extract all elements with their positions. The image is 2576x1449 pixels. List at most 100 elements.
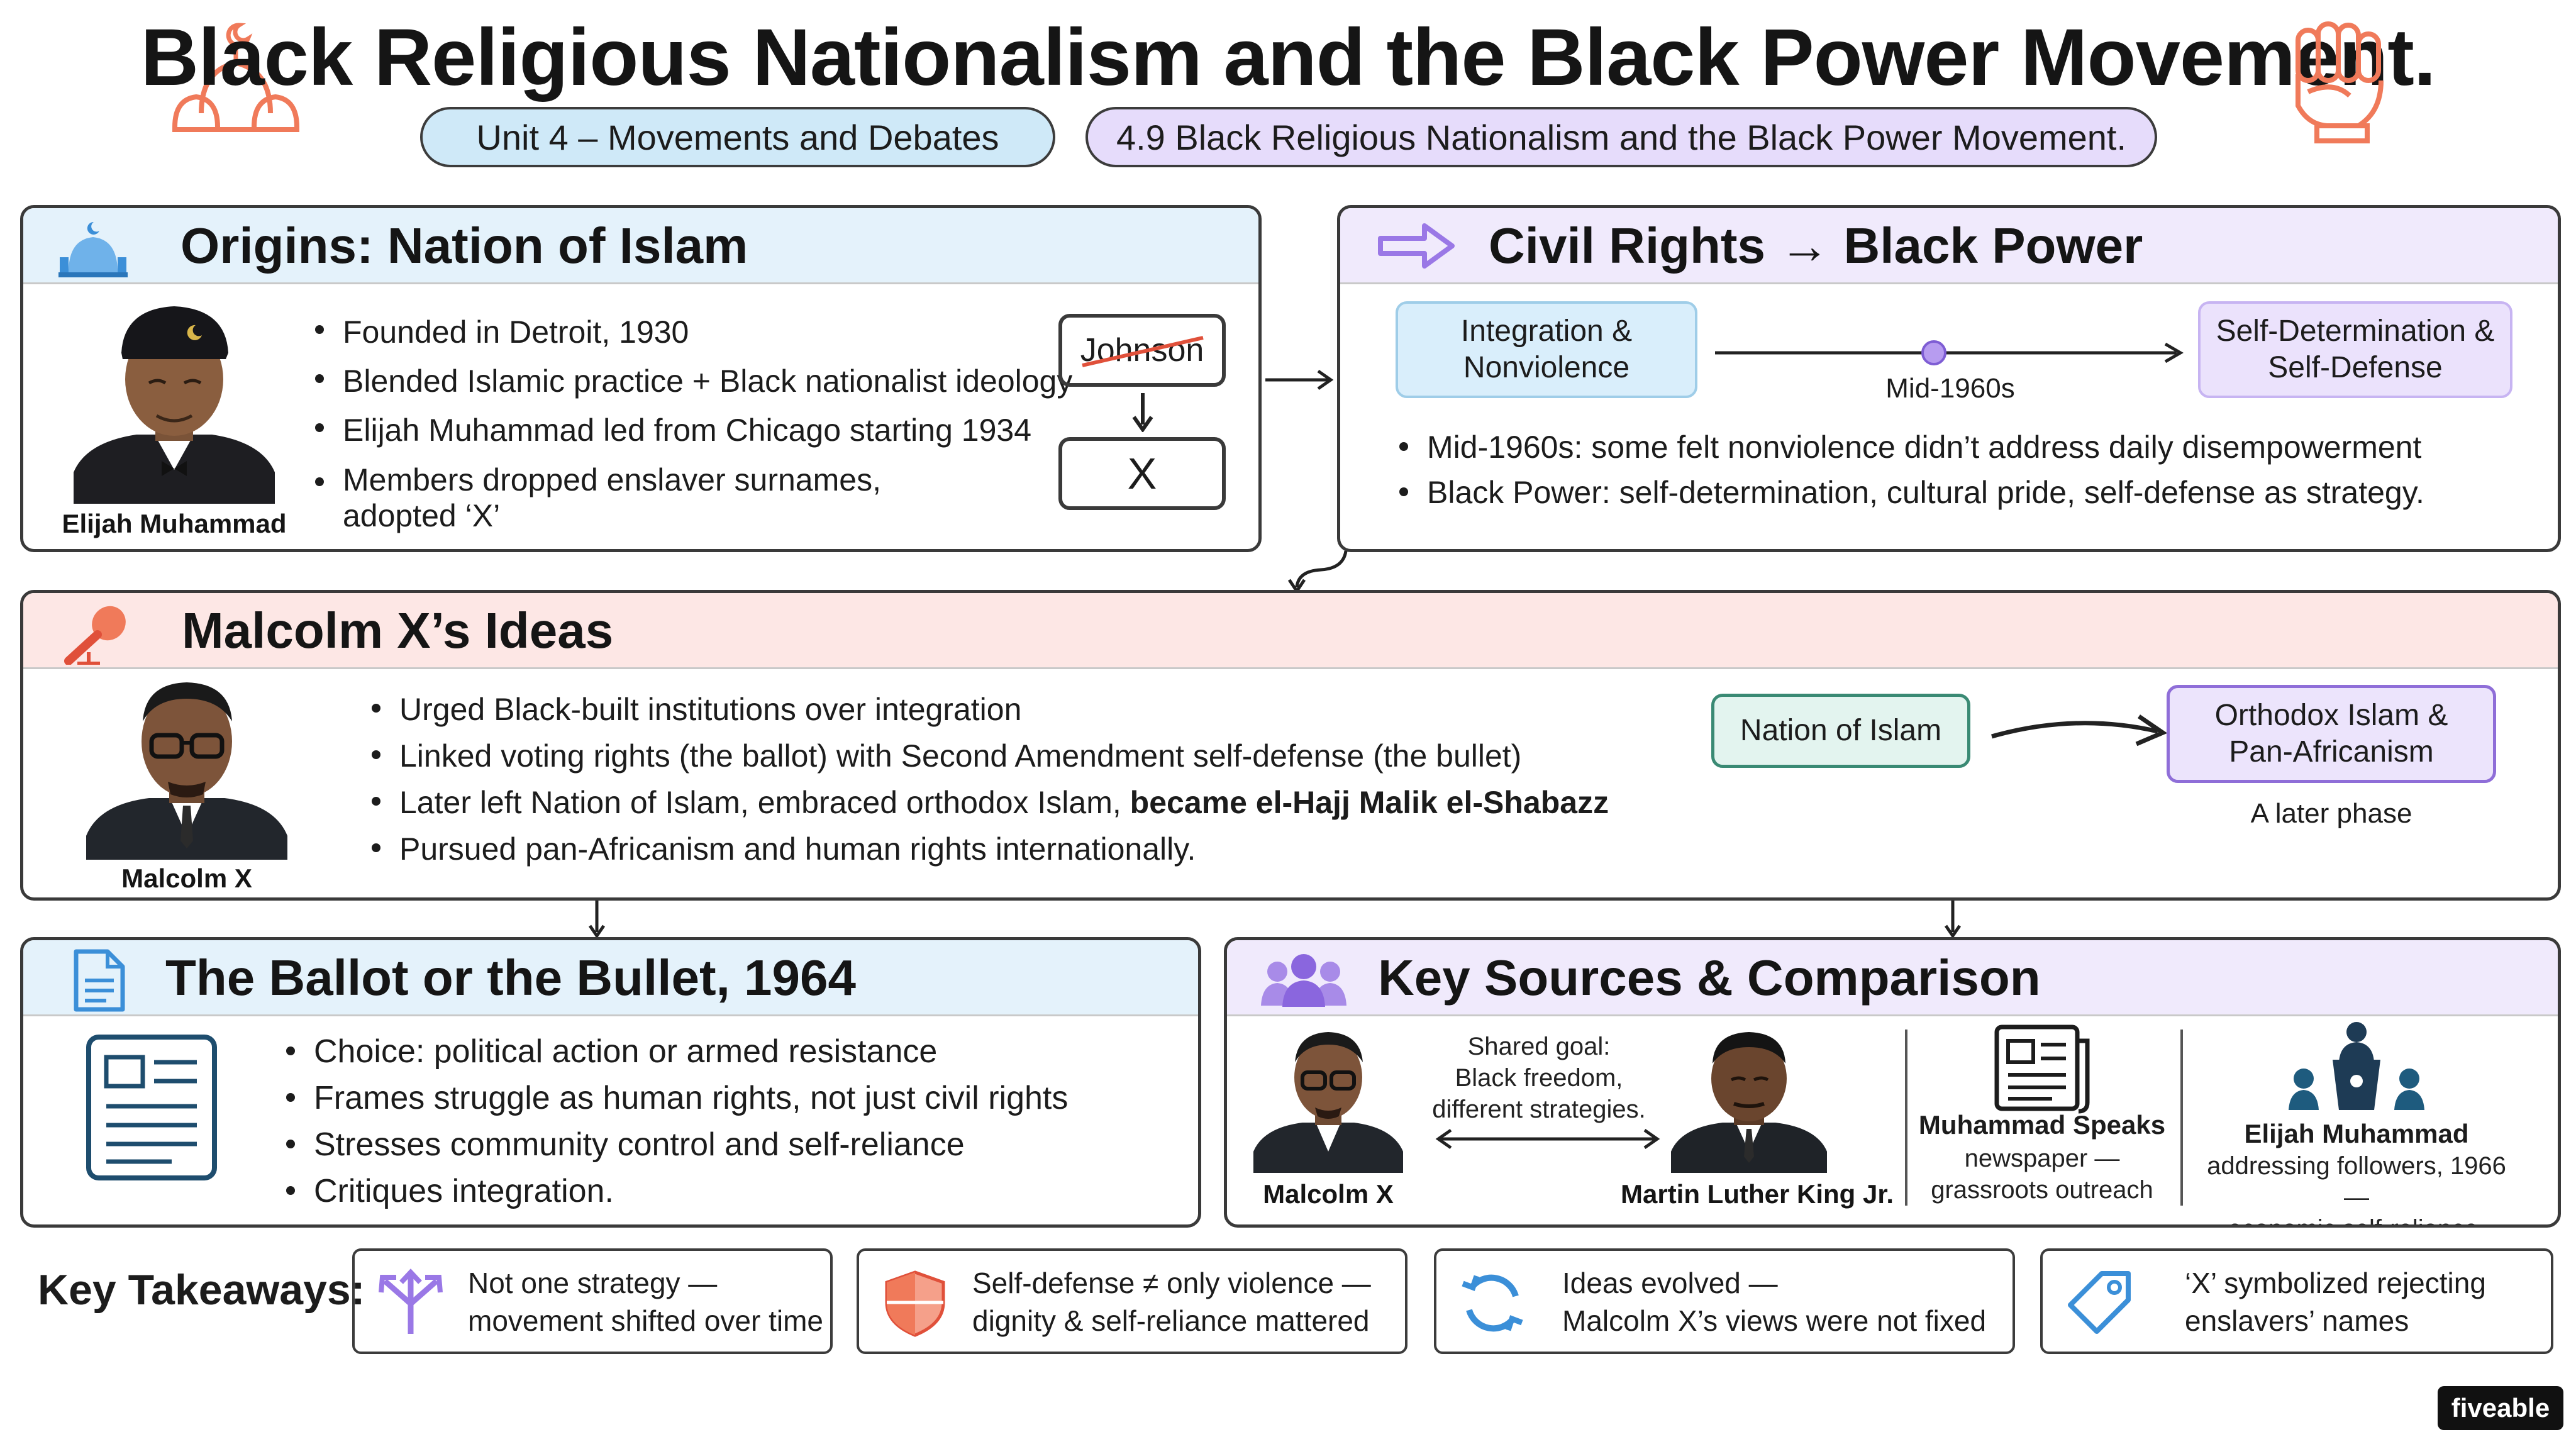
tag-icon bbox=[2064, 1269, 2133, 1338]
malcolm-bullet-bold: became el-Hajj Malik el-Shabazz bbox=[1130, 785, 1609, 820]
ballot-bullet: Choice: political action or armed resist… bbox=[282, 1028, 1068, 1075]
speech-caption: addressing followers, 1966 — economic se… bbox=[2193, 1150, 2520, 1224]
integration-line: Nonviolence bbox=[1463, 351, 1630, 384]
strike-through-line bbox=[1080, 333, 1206, 370]
ballot-panel: The Ballot or the Bullet, 1964 Choice: p… bbox=[20, 937, 1201, 1228]
orthodox-line: Orthodox Islam & bbox=[2214, 699, 2448, 733]
ballot-bullets: Choice: political action or armed resist… bbox=[282, 1028, 1068, 1214]
takeaway-card: Not one strategy —movement shifted over … bbox=[352, 1248, 833, 1354]
fiveable-logo: fiveable bbox=[2438, 1386, 2563, 1430]
shared-goal-line: Black freedom, bbox=[1455, 1064, 1623, 1092]
takeaway-line: Self-defense ≠ only violence — bbox=[972, 1267, 1371, 1299]
sources-header bbox=[1227, 940, 2558, 1016]
sources-malcolm-caption: Malcolm X bbox=[1263, 1179, 1394, 1209]
refresh-cycle-icon bbox=[1458, 1269, 1527, 1338]
malcolm-title: Malcolm X’s Ideas bbox=[182, 602, 614, 658]
timeline-arrow bbox=[1711, 334, 2189, 372]
ballot-bullet: Stresses community control and self-reli… bbox=[282, 1121, 1068, 1168]
civil-rights-header bbox=[1340, 208, 2558, 284]
speech-title: Elijah Muhammad bbox=[2244, 1119, 2469, 1148]
self-determination-line: Self-Determination & bbox=[2216, 314, 2495, 348]
nation-of-islam-label: Nation of Islam bbox=[1740, 714, 1942, 748]
origins-panel: Origins: Nation of Islam Elijah Muhammad… bbox=[20, 205, 1262, 552]
malcolm-panel: Malcolm X’s Ideas Malcolm X Urged Black-… bbox=[20, 590, 2561, 901]
orthodox-islam-box: Orthodox Islam &Pan-Africanism bbox=[2167, 685, 2496, 783]
civil-rights-panel: Civil Rights → Black Power Integration &… bbox=[1337, 205, 2561, 552]
takeaway-line: movement shifted over time bbox=[468, 1304, 824, 1337]
origins-title: Origins: Nation of Islam bbox=[180, 218, 748, 274]
malcolm-x-portrait bbox=[80, 671, 294, 860]
origins-bullets: Founded in Detroit, 1930 Blended Islamic… bbox=[311, 308, 1072, 500]
microphone-icon bbox=[58, 602, 134, 665]
takeaway-text: Not one strategy —movement shifted over … bbox=[468, 1265, 823, 1340]
divider bbox=[2180, 1030, 2183, 1206]
takeaway-line: Ideas evolved — bbox=[1562, 1267, 1778, 1299]
takeaway-text: ‘X’ symbolized rejecting enslavers’ names bbox=[2185, 1265, 2486, 1340]
origins-header bbox=[23, 208, 1258, 284]
divider bbox=[1905, 1030, 1907, 1206]
shared-goal-line: different strategies. bbox=[1432, 1096, 1646, 1123]
document-icon bbox=[71, 949, 128, 1012]
origins-bullet: Blended Islamic practice + Black nationa… bbox=[311, 357, 1072, 406]
elijah-muhammad-caption: Elijah Muhammad bbox=[62, 509, 287, 538]
transition-arrow bbox=[1988, 706, 2177, 757]
civil-rights-title: Civil Rights → Black Power bbox=[1489, 218, 2143, 274]
raised-fist-icon bbox=[2289, 18, 2390, 143]
down-arrow bbox=[1130, 392, 1155, 432]
newspaper-icon bbox=[1992, 1022, 2092, 1116]
flow-arrow-down-left bbox=[1283, 548, 1358, 594]
newspaper-title: Muhammad Speaks bbox=[1918, 1110, 2166, 1140]
podium-speaker-icon bbox=[2287, 1018, 2426, 1113]
origins-bullet-continuation: adopted ‘X’ bbox=[343, 498, 501, 533]
malcolm-header bbox=[23, 593, 2558, 669]
arrow-right-icon bbox=[1375, 221, 1457, 271]
origins-bullet: Elijah Muhammad led from Chicago startin… bbox=[311, 406, 1072, 455]
takeaway-card: ‘X’ symbolized rejecting enslavers’ names bbox=[2040, 1248, 2553, 1354]
malcolm-bullet-prefix: Later left Nation of Islam, embraced ort… bbox=[399, 785, 1121, 820]
speech-caption-line: economic self-reliance. bbox=[2193, 1213, 2520, 1224]
later-phase-label: A later phase bbox=[2250, 798, 2412, 829]
page-title: Black Religious Nationalism and the Blac… bbox=[140, 13, 2436, 103]
shield-icon bbox=[880, 1269, 950, 1338]
elijah-muhammad-portrait bbox=[61, 296, 287, 504]
malcolm-bullets: Urged Black-built institutions over inte… bbox=[368, 686, 1609, 872]
civil-rights-bullets: Mid-1960s: some felt nonviolence didn’t … bbox=[1396, 425, 2424, 515]
sources-title: Key Sources & Comparison bbox=[1378, 950, 2041, 1006]
shared-goal-text: Shared goal: Black freedom, different st… bbox=[1419, 1031, 1658, 1125]
takeaway-card: Ideas evolved — Malcolm X’s views were no… bbox=[1434, 1248, 2015, 1354]
malcolm-x-small-portrait bbox=[1250, 1022, 1407, 1173]
speech-document-icon bbox=[84, 1032, 222, 1183]
timeline-label: Mid-1960s bbox=[1885, 373, 2015, 404]
mlk-portrait bbox=[1667, 1022, 1831, 1173]
malcolm-bullet: Later left Nation of Islam, embraced ort… bbox=[368, 779, 1609, 826]
shared-goal-line: Shared goal: bbox=[1467, 1033, 1611, 1060]
origins-bullet: Founded in Detroit, 1930 bbox=[311, 308, 1072, 357]
newspaper-caption: newspaper — grassroots outreach bbox=[1916, 1143, 2168, 1206]
flow-arrow-down bbox=[587, 901, 606, 938]
takeaway-text: Self-defense ≠ only violence —dignity & … bbox=[972, 1265, 1371, 1340]
mlk-caption: Martin Luther King Jr. bbox=[1621, 1179, 1894, 1209]
takeaway-card: Self-defense ≠ only violence —dignity & … bbox=[857, 1248, 1407, 1354]
newspaper-caption-line: grassroots outreach bbox=[1931, 1176, 2153, 1204]
double-arrow bbox=[1435, 1126, 1661, 1152]
ballot-bullet: Frames struggle as human rights, not jus… bbox=[282, 1075, 1068, 1121]
surname-after-box: X bbox=[1058, 437, 1226, 510]
self-determination-box: Self-Determination &Self-Defense bbox=[2198, 301, 2512, 398]
integration-box: Integration &Nonviolence bbox=[1396, 301, 1697, 398]
takeaway-line: Malcolm X’s views were not fixed bbox=[1562, 1304, 1987, 1337]
takeaway-line: enslavers’ names bbox=[2185, 1304, 2409, 1337]
nation-of-islam-box: Nation of Islam bbox=[1711, 694, 1970, 768]
branching-arrows-icon bbox=[376, 1269, 445, 1338]
integration-line: Integration & bbox=[1460, 314, 1633, 348]
people-group-icon bbox=[1260, 952, 1348, 1008]
malcolm-bullet: Pursued pan-Africanism and human rights … bbox=[368, 826, 1609, 872]
takeaways-label: Key Takeaways: bbox=[38, 1266, 365, 1314]
mosque-header-icon bbox=[170, 19, 302, 138]
takeaway-line: ‘X’ symbolized rejecting bbox=[2185, 1267, 2486, 1299]
civil-rights-bullet: Mid-1960s: some felt nonviolence didn’t … bbox=[1396, 425, 2424, 470]
ballot-header bbox=[23, 940, 1198, 1016]
malcolm-bullet: Urged Black-built institutions over inte… bbox=[368, 686, 1609, 733]
malcolm-bullet: Linked voting rights (the ballot) with S… bbox=[368, 733, 1609, 779]
takeaway-text: Ideas evolved — Malcolm X’s views were no… bbox=[1562, 1265, 1986, 1340]
self-determination-line: Self-Defense bbox=[2268, 351, 2443, 384]
